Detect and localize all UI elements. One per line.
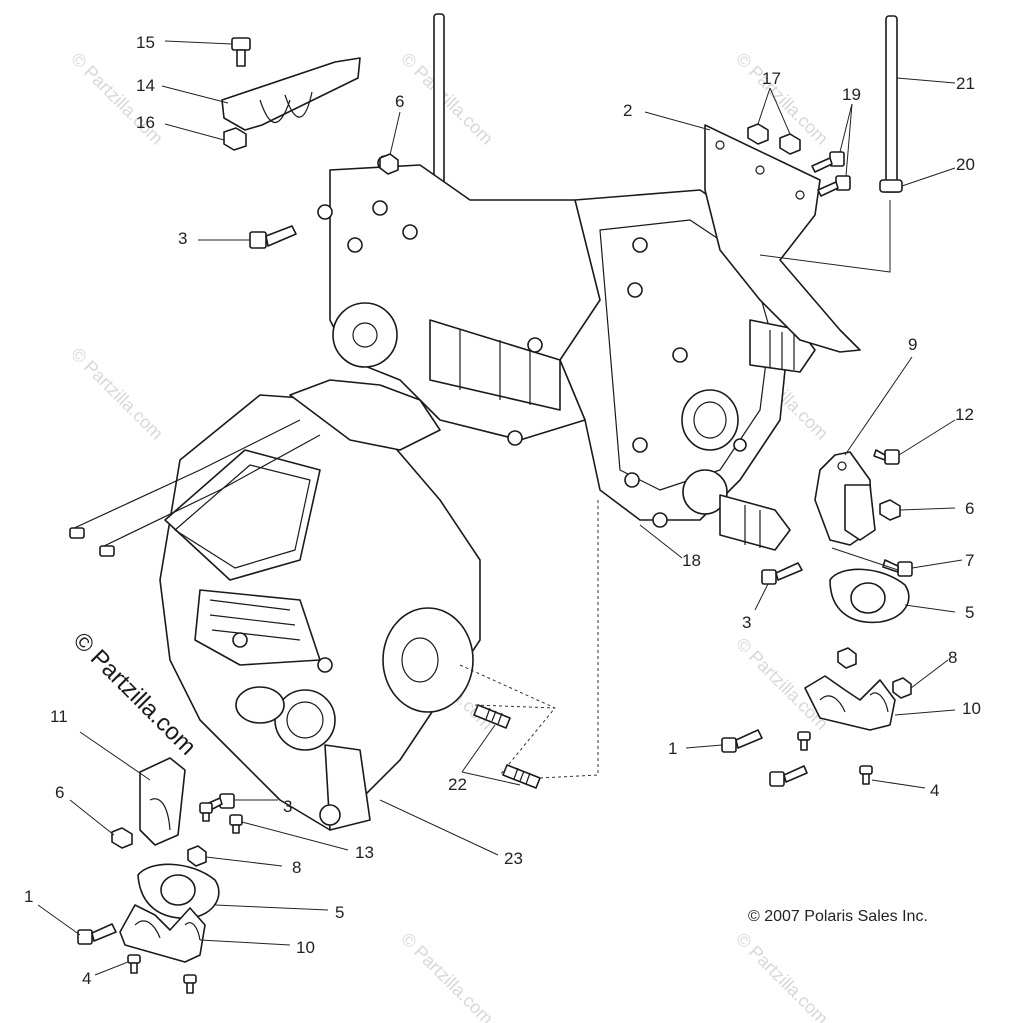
bolt-1-left	[77, 923, 117, 945]
nut-8-right-top	[837, 647, 857, 669]
callout-15: 15	[136, 33, 155, 52]
bolt-7	[882, 559, 913, 577]
bracket-9	[814, 451, 876, 546]
callout-14: 14	[136, 76, 155, 95]
callout-4: 4	[82, 969, 91, 988]
callout-8: 8	[292, 858, 301, 877]
nut-16	[223, 127, 247, 151]
bracket-14	[221, 57, 361, 131]
bracket-10-right	[804, 675, 896, 731]
long-pin-left	[433, 13, 445, 185]
nut-6-top	[379, 153, 399, 175]
callout-9: 9	[908, 335, 917, 354]
callout-22: 22	[448, 775, 467, 794]
screw-4-right-a	[797, 731, 811, 751]
callout-3: 3	[742, 613, 751, 632]
screw-13-b	[229, 814, 243, 834]
callout-6: 6	[395, 92, 404, 111]
mount-5-right	[829, 568, 910, 624]
callout-10: 10	[962, 699, 981, 718]
transmission-assembly	[559, 124, 861, 551]
callout-16: 16	[136, 113, 155, 132]
bracket-10-left	[119, 904, 206, 963]
engine-assembly	[69, 379, 481, 831]
watermark-tile: © Partzilla.com	[732, 49, 832, 149]
bracket-11	[139, 757, 186, 846]
leader-lines	[37, 40, 963, 976]
callout-10: 10	[296, 938, 315, 957]
bolt-4-right-b	[769, 765, 808, 787]
callout-17: 17	[762, 69, 781, 88]
screw-4-left-a	[127, 954, 141, 974]
studs-22	[459, 500, 599, 789]
drive-tube	[317, 155, 601, 446]
callout-21: 21	[956, 74, 975, 93]
callout-3: 3	[283, 797, 292, 816]
callout-labels: 15 14 16 6 3 2 17 19 21 20 9 12 6 18 7 3…	[24, 33, 981, 988]
watermark-tile: © Partzilla.com	[397, 49, 497, 149]
callout-5: 5	[965, 603, 974, 622]
callout-19: 19	[842, 85, 861, 104]
bolt-1-right	[721, 729, 763, 753]
mount-5-left	[137, 863, 220, 919]
callout-5: 5	[335, 903, 344, 922]
callout-4: 4	[930, 781, 939, 800]
nut-6-right	[879, 499, 901, 521]
screw-13-a	[199, 802, 213, 822]
callout-2: 2	[623, 101, 632, 120]
callout-23: 23	[504, 849, 523, 868]
bolt-12	[873, 449, 900, 465]
callout-18: 18	[682, 551, 701, 570]
callout-6: 6	[965, 499, 974, 518]
callout-3: 3	[178, 229, 187, 248]
callout-1: 1	[24, 887, 33, 906]
nut-20	[879, 179, 903, 193]
callout-13: 13	[355, 843, 374, 862]
screw-4-right-c	[859, 765, 873, 785]
callout-12: 12	[955, 405, 974, 424]
watermark-tile: © Partzilla.com	[732, 929, 832, 1023]
bolt-3-top	[249, 225, 297, 249]
callout-20: 20	[956, 155, 975, 174]
watermark-tile: © Partzilla.com	[397, 929, 497, 1023]
nut-8-left	[187, 845, 207, 867]
callout-11: 11	[50, 707, 68, 726]
screw-4-left-b	[183, 974, 197, 994]
bolt-15	[231, 37, 251, 67]
callout-8: 8	[948, 648, 957, 667]
copyright-notice: © 2007 Polaris Sales Inc.	[748, 908, 928, 925]
bolts-19	[811, 151, 851, 197]
bolt-3-right	[761, 562, 803, 585]
callout-6: 6	[55, 783, 64, 802]
nuts-17	[747, 123, 801, 155]
callout-7: 7	[965, 551, 974, 570]
long-pin-21	[881, 15, 902, 193]
watermark-tile: © Partzilla.com	[67, 344, 167, 444]
nut-8-right	[892, 677, 912, 699]
watermark-tile: © Partzilla.com	[67, 49, 167, 149]
nut-6-left	[111, 827, 133, 849]
callout-1: 1	[668, 739, 677, 758]
